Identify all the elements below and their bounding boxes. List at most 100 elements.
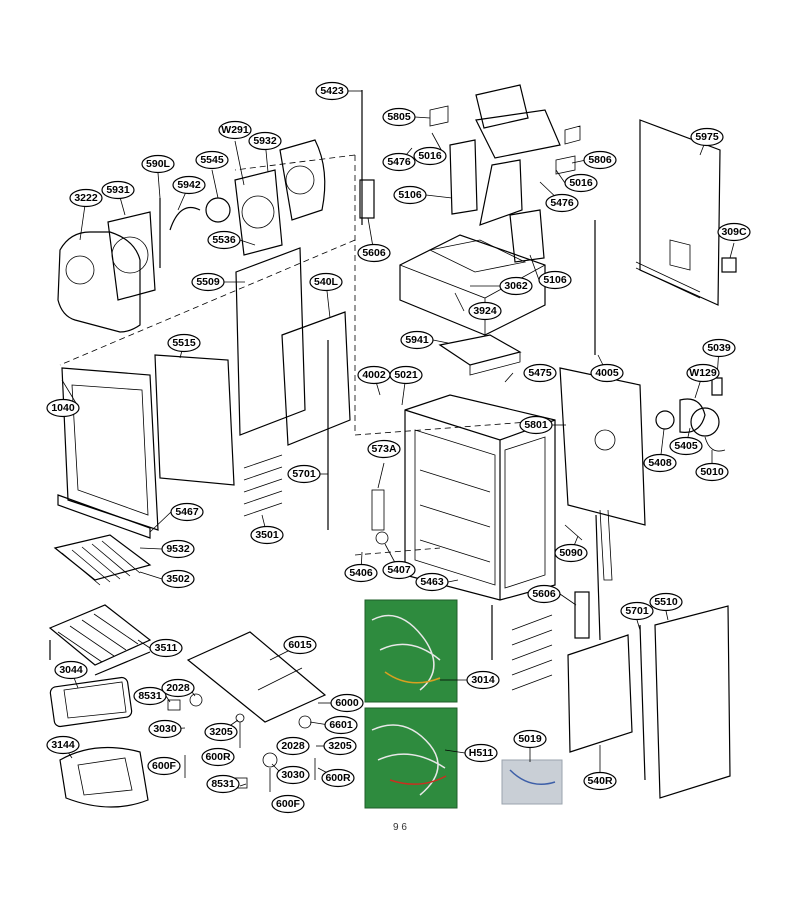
callout-3222: 3222 [69,188,103,208]
callout-text: 3502 [166,573,190,585]
callout-5021: 5021 [389,365,423,385]
callout-5701b: 5701 [620,601,654,621]
callout-text: 1040 [51,402,75,414]
callout-5536: 5536 [207,230,241,250]
callout-text: 590L [146,158,171,170]
callout-text: 2028 [166,682,190,694]
callout-text: 5701 [292,468,316,480]
callout-text: 5941 [405,334,429,346]
callout-text: 5975 [695,131,719,143]
callout-text: 5010 [700,466,724,478]
callout-text: 5423 [320,85,344,97]
callout-5509: 5509 [191,272,225,292]
callout-5010: 5010 [695,462,729,482]
callout-text: 3030 [281,769,305,781]
callout-text: 600R [205,751,231,763]
callout-3044: 3044 [54,660,88,680]
callout-600Fb: 600F [271,794,305,814]
callout-3030: 3030 [148,719,182,739]
callout-6015: 6015 [283,635,317,655]
callout-text: 5467 [175,506,199,518]
callout-H511: H511 [464,743,498,763]
callout-text: 5806 [588,154,612,166]
callout-3014: 3014 [466,670,500,690]
page-note: 9 6 [393,822,407,833]
callout-text: 5606 [532,588,556,600]
callout-text: 5476 [387,156,411,168]
callout-5106b: 5106 [538,270,572,290]
callout-573A: 573A [367,439,401,459]
callout-text: 8531 [211,778,235,790]
callout-5408: 5408 [643,453,677,473]
callout-text: 3014 [471,674,495,686]
callout-text: W291 [221,124,249,136]
callout-5931: 5931 [101,180,135,200]
callout-text: 5475 [528,367,552,379]
callout-5423: 5423 [315,81,349,101]
callout-5515: 5515 [167,333,201,353]
callout-5701: 5701 [287,464,321,484]
callout-5016b: 5016 [564,173,598,193]
callout-600F: 600F [147,756,181,776]
callout-8531: 8531 [133,686,167,706]
callout-text: 5932 [253,135,277,147]
callout-text: 600F [276,798,301,810]
callout-5406: 5406 [344,563,378,583]
callout-text: 5476 [550,197,574,209]
callout-text: 5407 [387,564,411,576]
callout-6000: 6000 [330,693,364,713]
callout-text: 5931 [106,184,130,196]
callout-text: 5606 [362,247,386,259]
callout-600Rb: 600R [321,768,355,788]
callout-text: 9532 [166,543,190,555]
callout-text: 5090 [559,547,583,559]
callout-3501: 3501 [250,525,284,545]
callout-text: 2028 [281,740,305,752]
callout-text: 4002 [362,369,386,381]
callout-5467: 5467 [170,502,204,522]
callout-text: 3205 [209,726,233,738]
callout-text: 6601 [329,719,353,731]
callout-5545: 5545 [195,150,229,170]
callout-5941: 5941 [400,330,434,350]
callout-4005: 4005 [590,363,624,383]
callout-5405: 5405 [669,436,703,456]
callout-text: 540R [587,775,613,787]
callout-1040: 1040 [46,398,80,418]
callout-text: H511 [469,747,494,759]
callout-text: 540L [314,276,339,288]
callout-text: 8531 [138,690,162,702]
callout-text: 5405 [674,440,698,452]
callout-text: 5463 [420,576,444,588]
callout-8531b: 8531 [206,774,240,794]
callout-3030b: 3030 [276,765,310,785]
callout-5476b: 5476 [545,193,579,213]
callout-W129: W129 [686,363,720,383]
callout-5806: 5806 [583,150,617,170]
callout-text: 600R [325,772,351,784]
callout-text: 4005 [595,367,619,379]
callout-text: 5801 [524,419,548,431]
callout-5932: 5932 [248,131,282,151]
callout-5407: 5407 [382,560,416,580]
callout-text: 5536 [212,234,236,246]
callout-text: 3144 [51,739,75,751]
callout-text: 5406 [349,567,373,579]
callout-text: 5106 [398,189,422,201]
callout-5475: 5475 [523,363,557,383]
callout-text: 5019 [518,733,542,745]
callout-W291: W291 [218,120,252,140]
callout-text: 5805 [387,111,411,123]
callout-3924: 3924 [468,301,502,321]
callout-text: 3044 [59,664,83,676]
callout-text: 5016 [418,150,442,162]
callout-4002: 4002 [357,365,391,385]
callout-text: 5039 [707,342,731,354]
callout-5606b: 5606 [527,584,561,604]
callout-5510: 5510 [649,592,683,612]
callout-text: 3062 [504,280,528,292]
callout-5016: 5016 [413,146,447,166]
callout-5019: 5019 [513,729,547,749]
callout-5106: 5106 [393,185,427,205]
